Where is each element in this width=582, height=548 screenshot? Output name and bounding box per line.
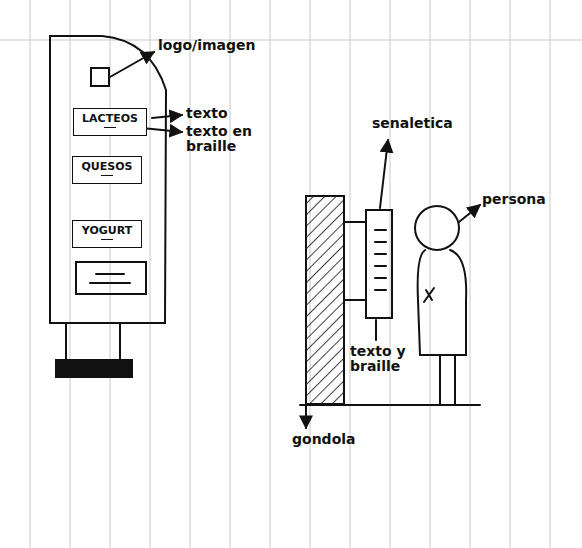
leader-line <box>305 406 307 428</box>
person-head <box>415 206 459 250</box>
callout-label: logo/imagen <box>158 38 298 53</box>
callout-label: persona <box>482 192 578 207</box>
sign-base <box>56 360 132 377</box>
category-text: QUESOS <box>79 160 135 173</box>
gondola-shelf <box>306 196 344 404</box>
person-body <box>418 250 467 355</box>
category-text: LACTEOS <box>80 112 140 125</box>
leader-line <box>375 320 377 340</box>
leader-line <box>152 115 182 118</box>
braille-strip <box>101 239 113 240</box>
shelf-label-box: QUESOS <box>72 156 142 184</box>
callout-label: texto y braille <box>350 344 410 373</box>
empty-box <box>76 262 146 294</box>
sign-panel <box>50 36 166 323</box>
braille-strip <box>101 175 113 176</box>
callout-label: texto <box>186 106 266 121</box>
category-text: YOGURT <box>79 224 135 237</box>
braille-strip <box>104 127 116 128</box>
floor-line <box>300 404 480 406</box>
callout-label: gondola <box>292 432 392 447</box>
sign-leg <box>119 323 121 360</box>
leader-line <box>110 52 154 77</box>
side-sign <box>366 210 392 318</box>
callout-label: texto en braille <box>186 124 276 153</box>
leader-line <box>380 140 388 208</box>
logo-square <box>91 68 109 86</box>
callout-label: senaletica <box>372 116 492 131</box>
shelf-label-box: LACTEOS <box>73 108 147 136</box>
sign-leg <box>65 323 67 360</box>
leader-line <box>459 205 480 222</box>
shelf-label-box: YOGURT <box>72 220 142 248</box>
